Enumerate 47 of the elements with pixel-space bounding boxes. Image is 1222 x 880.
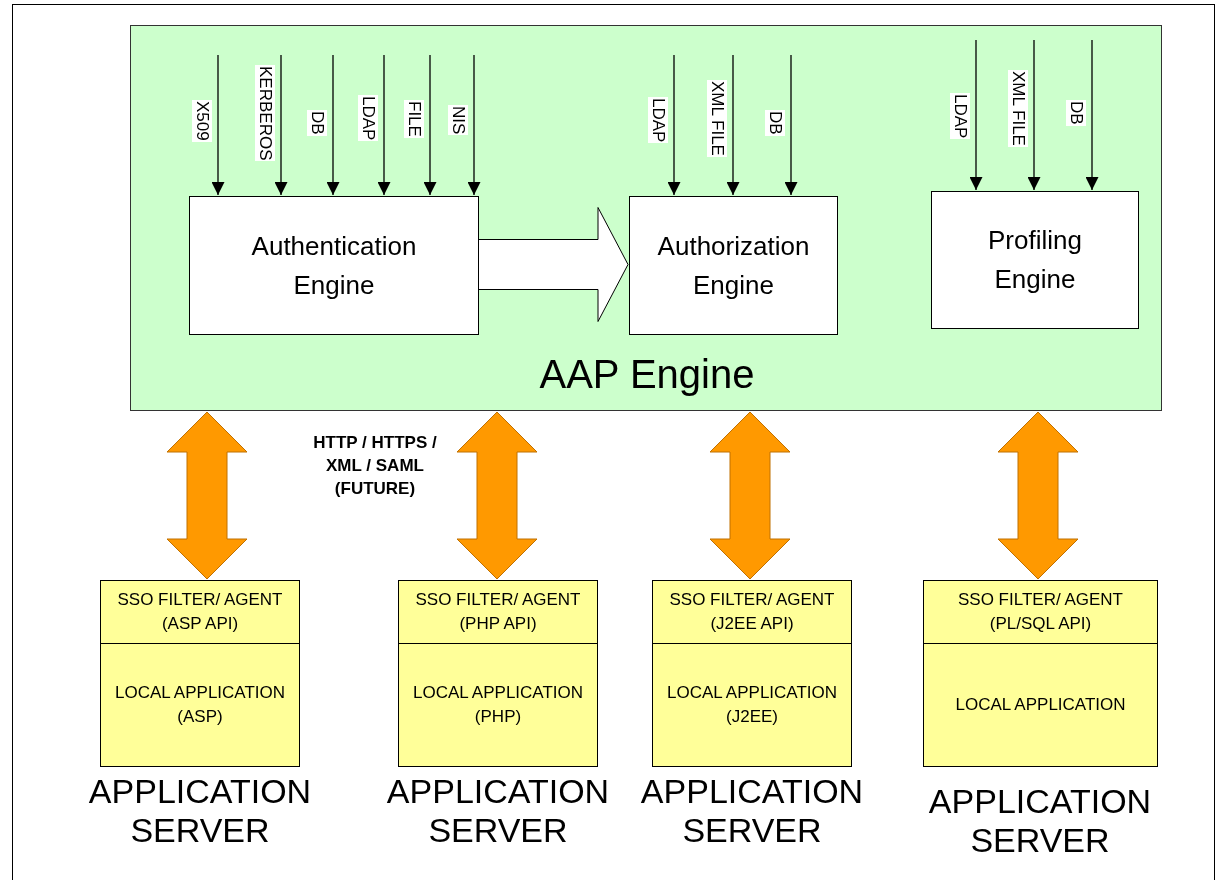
edge-label: XML FILE	[707, 80, 727, 157]
server-caption: APPLICATION SERVER	[639, 772, 865, 851]
engine-panel	[130, 25, 1162, 411]
arrow	[969, 39, 983, 191]
agent-box: SSO FILTER/ AGENT (PHP API)	[398, 580, 598, 644]
arrow	[1027, 39, 1041, 191]
double-arrow	[456, 411, 538, 580]
application-box: LOCAL APPLICATION (J2EE)	[652, 643, 852, 767]
edge-label: FILE	[404, 100, 424, 138]
double-arrow	[166, 411, 248, 580]
arrow	[1085, 39, 1099, 191]
edge-label: LDAP	[950, 93, 970, 140]
application-box: LOCAL APPLICATION (PHP)	[398, 643, 598, 767]
arrow	[274, 54, 288, 196]
double-arrow	[709, 411, 791, 580]
server-caption: APPLICATION SERVER	[927, 782, 1153, 861]
edge-label: NIS	[448, 105, 468, 136]
process-box: Authentication Engine	[189, 196, 479, 335]
panel-title: AAP Engine	[538, 351, 756, 397]
edge-label: X509	[192, 100, 212, 142]
process-box: Authorization Engine	[629, 196, 838, 335]
agent-box: SSO FILTER/ AGENT (ASP API)	[100, 580, 300, 644]
agent-box: SSO FILTER/ AGENT (PL/SQL API)	[923, 580, 1158, 644]
edge-label: KERBEROS	[255, 65, 275, 162]
protocol-note: HTTP / HTTPS / XML / SAML (FUTURE)	[312, 432, 438, 500]
double-arrow	[997, 411, 1079, 580]
server-caption: APPLICATION SERVER	[87, 772, 313, 851]
arrow	[784, 54, 798, 196]
server-caption: APPLICATION SERVER	[385, 772, 611, 851]
block-arrow	[477, 207, 629, 322]
arrow	[423, 54, 437, 196]
arrow	[726, 54, 740, 196]
arrow	[211, 54, 225, 196]
edge-label: LDAP	[358, 95, 378, 142]
arrow	[667, 54, 681, 196]
agent-box: SSO FILTER/ AGENT (J2EE API)	[652, 580, 852, 644]
edge-label: XML FILE	[1008, 70, 1028, 147]
arrow	[326, 54, 340, 196]
application-box: LOCAL APPLICATION (ASP)	[100, 643, 300, 767]
arrow	[377, 54, 391, 196]
edge-label: DB	[765, 110, 785, 136]
process-box: Profiling Engine	[931, 191, 1139, 329]
edge-label: DB	[307, 110, 327, 136]
edge-label: LDAP	[648, 97, 668, 144]
edge-label: DB	[1066, 100, 1086, 126]
arrow	[467, 54, 481, 196]
application-box: LOCAL APPLICATION	[923, 643, 1158, 767]
